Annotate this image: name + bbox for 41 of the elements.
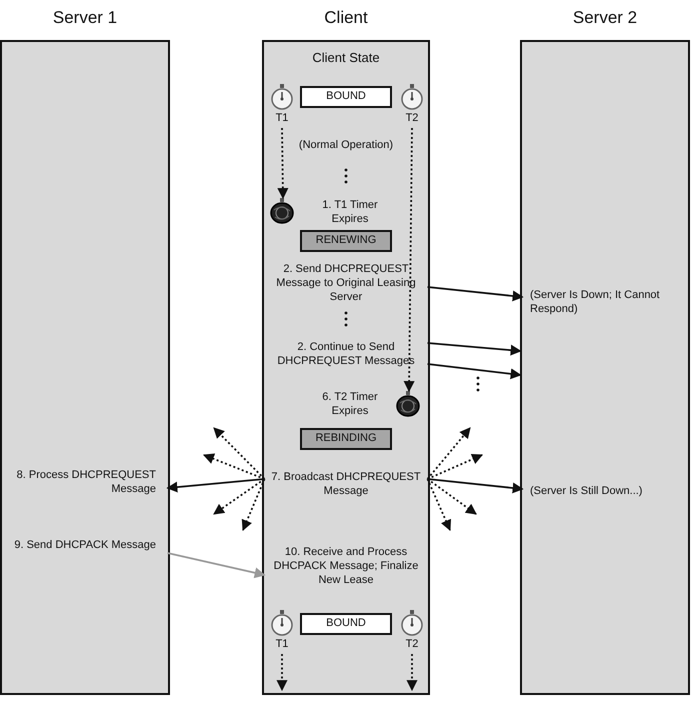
state-box: RENEWING bbox=[300, 230, 392, 252]
timer-label: T2 bbox=[404, 112, 420, 124]
step-label: 2. Send DHCPREQUEST Message to Original Leasing Server bbox=[264, 262, 428, 306]
state-box: REBINDING bbox=[300, 428, 392, 450]
dotted-arrow bbox=[404, 128, 415, 392]
dotted-arrow bbox=[426, 478, 477, 515]
dotted-arrow bbox=[213, 478, 266, 515]
dotted-arrow bbox=[426, 478, 452, 531]
arrow bbox=[427, 286, 524, 302]
step-label: 2. Continue to Send DHCPREQUEST Messages bbox=[264, 340, 428, 370]
step-label: (Server Is Still Down...) bbox=[522, 484, 688, 500]
step-label: 7. Broadcast DHCPREQUEST Message bbox=[264, 470, 428, 500]
state-box: BOUND bbox=[300, 86, 392, 108]
timer-label: T2 bbox=[404, 638, 420, 650]
arrow bbox=[427, 478, 524, 494]
lane-heading: Server 2 bbox=[572, 8, 638, 28]
step-label: 9. Send DHCPACK Message bbox=[2, 538, 168, 568]
note-label: (Normal Operation) bbox=[298, 138, 394, 152]
dotted-arrow bbox=[406, 654, 418, 692]
state-box: BOUND bbox=[300, 613, 392, 635]
lane-heading: Client bbox=[323, 8, 369, 28]
dotted-arrow bbox=[202, 454, 265, 480]
arrow bbox=[167, 552, 266, 578]
step-label: (Server Is Down; It Cannot Respond) bbox=[522, 288, 688, 318]
arrow bbox=[427, 342, 522, 356]
note-label: 1. T1 Timer Expires bbox=[321, 198, 379, 226]
timer-label: T1 bbox=[274, 112, 290, 124]
dotted-arrow bbox=[276, 654, 288, 692]
timer-label: T1 bbox=[274, 638, 290, 650]
panel-heading: Client State bbox=[311, 50, 381, 65]
step-label: 8. Process DHCPREQUEST Message bbox=[2, 468, 168, 498]
dotted-arrow bbox=[213, 427, 266, 480]
lane-heading: Server 1 bbox=[52, 8, 118, 28]
note-label: 6. T2 Timer Expires bbox=[321, 390, 379, 418]
dotted-arrow bbox=[427, 454, 483, 480]
step-label: 10. Receive and Process DHCPACK Message; Finalize New Lease bbox=[264, 545, 428, 589]
dotted-arrow bbox=[242, 478, 266, 532]
dotted-arrow bbox=[277, 128, 288, 200]
dotted-arrow bbox=[426, 427, 471, 480]
arrow bbox=[427, 363, 522, 380]
arrow bbox=[166, 478, 265, 493]
